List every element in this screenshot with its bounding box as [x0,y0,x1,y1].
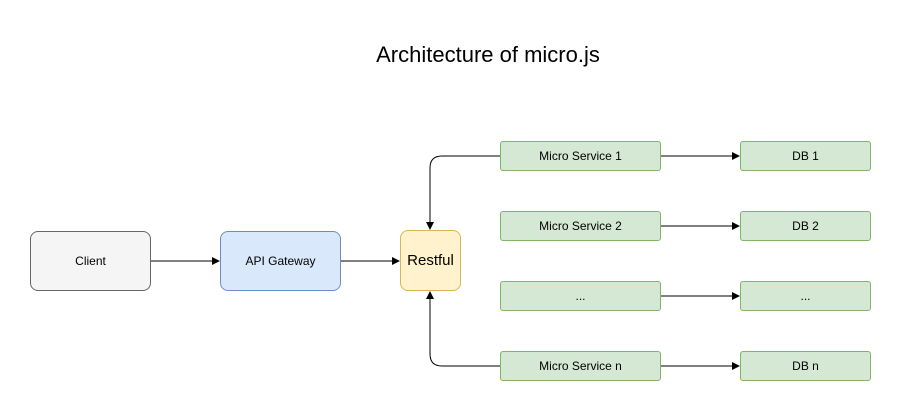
api-gateway-label: API Gateway [245,254,316,268]
micro-service-n-node: Micro Service n [500,351,661,381]
micro-service-ellipsis-label: ... [575,289,586,303]
arrow-service-n-to-restful [426,291,500,367]
micro-service-2-node: Micro Service 2 [500,211,661,241]
db-1-label: DB 1 [792,149,819,163]
db-2-label: DB 2 [792,219,819,233]
diagram-title: Architecture of micro.js [376,42,600,67]
micro-service-1-node: Micro Service 1 [500,141,661,171]
db-n-label: DB n [792,359,819,373]
db-1-node: DB 1 [740,141,871,171]
client-label: Client [75,254,106,268]
arrow-service-1-to-restful [426,155,500,230]
restful-node: Restful [400,230,461,291]
restful-label: Restful [407,252,454,269]
db-2-node: DB 2 [740,211,871,241]
api-gateway-node: API Gateway [220,231,341,291]
client-node: Client [30,231,151,291]
micro-service-2-label: Micro Service 2 [539,219,622,233]
micro-service-ellipsis-node: ... [500,281,661,311]
db-n-node: DB n [740,351,871,381]
micro-service-n-label: Micro Service n [539,359,622,373]
db-ellipsis-node: ... [740,281,871,311]
micro-service-1-label: Micro Service 1 [539,149,622,163]
db-ellipsis-label: ... [800,289,811,303]
